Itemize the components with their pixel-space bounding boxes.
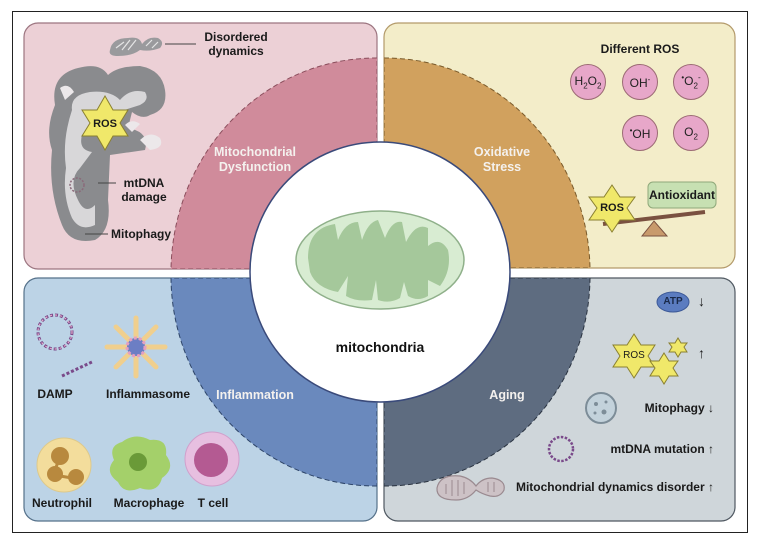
neutrophil-icon	[36, 437, 92, 493]
t-cell-label: T cell	[197, 496, 229, 510]
ring-label-line: Oxidative	[473, 145, 531, 159]
inflammasome-label: Inflammasome	[105, 387, 191, 401]
outer-frame	[12, 11, 748, 533]
ring-label-line: Mitochondrial	[214, 145, 296, 159]
molecule-hydroxyl-radical: •OH	[622, 115, 658, 151]
mitochondrion-icon	[295, 210, 465, 310]
label-line: dynamics	[208, 44, 264, 58]
disordered-mitochondrion-icon	[109, 37, 163, 56]
fission-mitochondrion-icon	[436, 475, 505, 501]
row-arrow: ↓	[708, 401, 714, 415]
mitophagy-label: Mitophagy	[111, 227, 171, 241]
row-label: Mitophagy	[644, 401, 705, 415]
aging-ros-label: ROS	[623, 350, 645, 361]
different-ros-title: Different ROS	[600, 42, 680, 56]
ros-star-icon	[588, 184, 636, 233]
label-line: Disordered	[204, 30, 268, 44]
ros-stars-icon	[612, 333, 688, 385]
damaged-mitochondrion-icon	[49, 66, 166, 241]
balance-ros-label: ROS	[600, 202, 624, 214]
neutrophil-label: Neutrophil	[32, 496, 92, 510]
aging-row-mtdna-mutation: mtDNA mutation ↑	[610, 442, 714, 456]
ring-label-mitochondrial-dysfunction: Mitochondrial Dysfunction	[214, 145, 296, 175]
molecule-h2o2: H2O2	[570, 64, 606, 100]
damp-label: DAMP	[37, 387, 73, 401]
row-label: Mitochondrial dynamics disorder	[515, 480, 705, 494]
macrophage-icon	[109, 436, 171, 491]
label-line: damage	[121, 190, 167, 204]
row-label: mtDNA mutation	[610, 442, 705, 456]
atp-arrow: ↓	[698, 293, 705, 309]
balance-scale-icon	[602, 210, 706, 237]
row-arrow: ↑	[708, 480, 714, 494]
damp-dna-icon	[36, 313, 93, 378]
ring-label-line: Stress	[482, 160, 522, 174]
antioxidant-box	[647, 181, 717, 209]
ring-label-line: Dysfunction	[218, 160, 292, 174]
molecule-oh-anion: OH-	[622, 64, 658, 100]
ring-label-aging: Aging	[489, 388, 525, 402]
mtdna-damage-label: mtDNA damage	[121, 176, 166, 204]
molecule-o2: O2	[673, 115, 709, 151]
ring-label-oxidative-stress: Oxidative Stress	[474, 145, 530, 175]
label-line: mtDNA	[123, 176, 165, 190]
t-cell-icon	[184, 431, 240, 487]
mtdna-icon	[547, 435, 575, 463]
macrophage-label: Macrophage	[113, 496, 185, 510]
lysosome-icon	[585, 392, 617, 424]
row-arrow: ↑	[708, 442, 714, 456]
inflammasome-icon	[104, 315, 168, 379]
ros-arrow: ↑	[698, 345, 705, 361]
antioxidant-label: Antioxidant	[649, 188, 715, 202]
center-label: mitochondria	[335, 339, 425, 355]
disordered-dynamics-label: Disordered dynamics	[204, 30, 267, 58]
molecule-superoxide: •O2-	[673, 64, 709, 100]
aging-row-mitophagy: Mitophagy ↓	[645, 401, 714, 415]
atp-label: ATP	[663, 296, 683, 307]
ros-label: ROS	[93, 118, 117, 130]
atp-icon	[656, 291, 690, 313]
aging-row-dynamics-disorder: Mitochondrial dynamics disorder ↑	[516, 480, 714, 494]
ring-label-inflammation: Inflammation	[216, 388, 294, 402]
ros-star-icon	[81, 94, 129, 152]
